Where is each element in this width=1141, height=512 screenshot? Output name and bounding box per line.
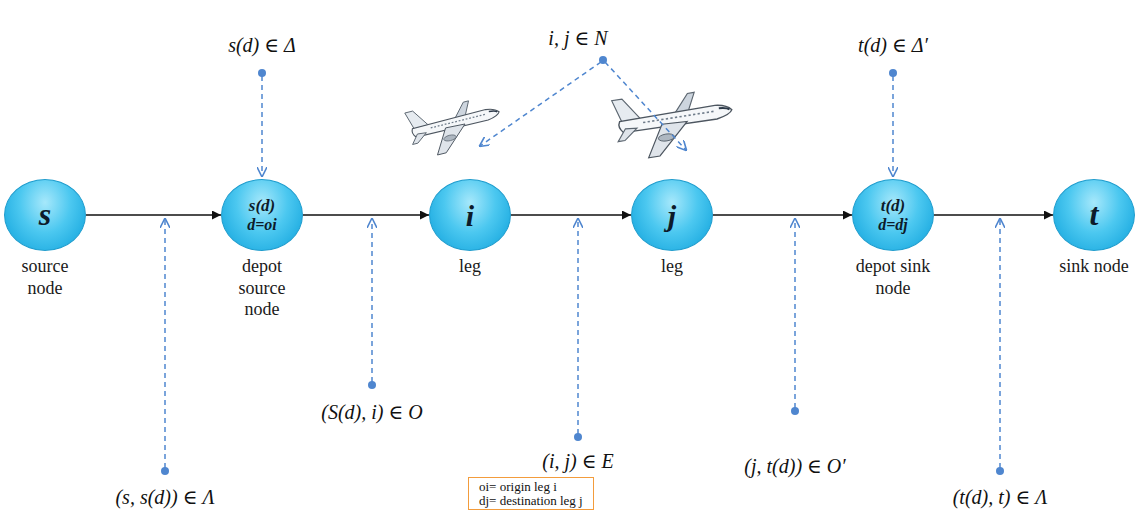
node-caption: leg: [432, 256, 508, 278]
leader-dot: [599, 56, 607, 64]
leader-dot: [161, 467, 169, 475]
depot-sink-circle: t(d)d=djdepot sink node: [852, 179, 934, 251]
airplane-icon: [612, 82, 738, 162]
node-symbol: d=oi: [247, 216, 277, 234]
leader-line: [999, 219, 1001, 468]
arc-arrow: [713, 214, 852, 216]
node-symbol: s(d): [247, 197, 277, 216]
arc-arrow: [86, 214, 221, 216]
node-symbol: i: [466, 199, 474, 232]
source-node-circle: ssource node: [4, 179, 86, 251]
node-caption: depot sink node: [855, 256, 931, 299]
leader-line: [164, 219, 166, 468]
node-symbol: s: [39, 197, 51, 232]
arc-set-label: (j, t(d)) ∈ O′: [744, 454, 845, 478]
arc-arrow: [511, 214, 631, 216]
leader-dot: [996, 467, 1004, 475]
leg-node-circle: ileg: [429, 179, 511, 251]
arc-set-label: (i, j) ∈ E: [542, 449, 613, 473]
leader-dot: [574, 433, 582, 441]
airplane-icon: [405, 91, 506, 160]
leader-line: [371, 219, 373, 382]
leader-dot: [791, 407, 799, 415]
notation-text: dj= destination leg j: [479, 494, 583, 508]
arc-arrow: [303, 214, 429, 216]
leader-line: [892, 76, 894, 176]
node-symbol: j: [668, 199, 676, 232]
notation-box: oi= origin leg idj= destination leg j: [468, 477, 594, 510]
node-symbol: d=dj: [878, 216, 908, 234]
leader-dot: [258, 69, 266, 77]
arc-set-label: (S(d), i) ∈ O: [321, 400, 422, 424]
arc-arrow: [934, 214, 1053, 216]
leader-line: [605, 62, 686, 150]
leader-dot: [368, 381, 376, 389]
node-caption: leg: [634, 256, 710, 278]
node-caption: source node: [7, 256, 83, 299]
leader-dot: [889, 69, 897, 77]
node-caption: sink node: [1056, 256, 1132, 278]
notation-text: oi= origin leg i: [479, 480, 583, 494]
leader-line: [794, 219, 796, 408]
node-caption: depot source node: [224, 256, 300, 321]
arc-set-label: (s, s(d)) ∈ Λ: [115, 485, 214, 509]
leader-line: [480, 62, 601, 146]
arc-set-label: (t(d), t) ∈ Λ: [953, 485, 1048, 509]
leader-line: [261, 76, 263, 176]
node-symbol: t: [1090, 197, 1099, 232]
leg-node-circle: jleg: [631, 179, 713, 251]
node-symbol: t(d): [878, 197, 908, 216]
depot-source-circle: s(d)d=oidepot source node: [221, 179, 303, 251]
set-label: s(d) ∈ Δ: [228, 33, 296, 57]
set-label: i, j ∈ N: [548, 26, 607, 50]
leader-line: [577, 219, 579, 434]
set-label: t(d) ∈ Δ′: [858, 33, 928, 57]
sink-node-circle: tsink node: [1053, 179, 1135, 251]
